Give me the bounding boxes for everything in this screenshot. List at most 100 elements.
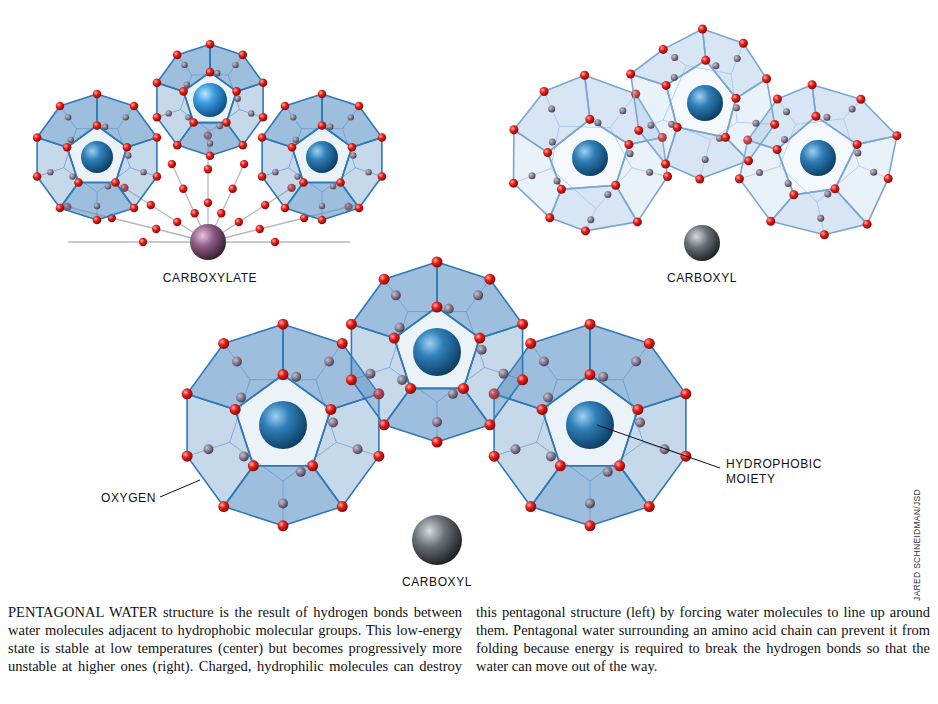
oxygen-atom <box>261 201 269 209</box>
oxygen-atom <box>770 120 779 129</box>
oxygen-atom <box>773 94 782 103</box>
hydrogen-atom <box>391 290 401 300</box>
hydrogen-atom <box>671 54 678 61</box>
oxygen-atom <box>259 113 268 122</box>
hydrogen-atom <box>849 106 856 113</box>
oxygen-atom <box>130 204 139 213</box>
hydrogen-atom <box>278 498 288 508</box>
hydrogen-atom <box>529 172 536 179</box>
oxygen-atom <box>191 209 199 217</box>
oxygen-atom <box>644 501 655 512</box>
oxygen-atom <box>318 90 327 99</box>
oxygen-atom <box>56 102 65 111</box>
part-label: CARBOXYL <box>665 270 739 287</box>
hydrogen-atom <box>734 55 741 62</box>
hydrogen-atom <box>432 417 442 427</box>
oxygen-atom <box>230 404 241 415</box>
hydrogen-atom <box>756 169 763 176</box>
cage-face <box>394 307 480 388</box>
hydrogen-atom <box>181 62 187 68</box>
oxygen-atom <box>299 178 308 187</box>
oxygen-atom <box>701 56 710 65</box>
oxygen-atom <box>235 218 243 226</box>
oxygen-atom <box>153 78 162 87</box>
oxygen-atom <box>581 226 590 235</box>
cage-face <box>666 127 749 179</box>
hydrogen-atom <box>587 216 594 223</box>
oxygen-atom <box>238 51 247 60</box>
oxygen-atom <box>123 143 132 152</box>
hydrogen-atom <box>702 156 709 163</box>
oxygen-atom <box>173 218 181 226</box>
oxygen-atom <box>281 204 290 213</box>
hydrogen-atom <box>499 369 509 379</box>
oxygen-atom <box>307 460 318 471</box>
oxygen-atom <box>379 274 390 285</box>
oxygen-atom <box>173 51 182 60</box>
oxygen-atom <box>632 404 643 415</box>
hydrogen-atom <box>239 451 249 461</box>
water-cage <box>346 257 528 448</box>
part-label: CARBOXYLATE <box>161 270 259 287</box>
hydrogen-atom <box>549 139 556 146</box>
oxygen-atom <box>695 175 704 184</box>
oxygen-atom <box>139 238 147 246</box>
oxygen-atom <box>830 184 839 193</box>
oxygen-atom <box>288 143 297 152</box>
oxygen-atom <box>773 145 782 154</box>
oxygen-atom <box>259 78 268 87</box>
oxygen-atom <box>659 45 668 54</box>
hydrogen-atom <box>752 120 759 127</box>
oxygen-atom <box>662 81 671 90</box>
oxygen-atom <box>93 121 102 130</box>
hydrophobic-moiety <box>81 141 113 173</box>
hydrogen-atom <box>328 418 338 428</box>
oxygen-atom <box>585 520 596 531</box>
oxygen-atom <box>271 238 279 246</box>
hydrogen-atom <box>235 95 241 101</box>
part-label: OXYGEN <box>99 490 158 507</box>
oxygen-atom <box>585 115 594 124</box>
artist-credit: JARED SCHNEIDMAN/JSD <box>912 489 922 601</box>
hydrophobic-moiety <box>572 140 608 176</box>
oxygen-atom <box>811 112 820 121</box>
hydrogen-atom <box>444 304 454 314</box>
hydrogen-atom <box>65 114 71 120</box>
hydrogen-atom <box>473 290 483 300</box>
oxygen-atom <box>93 216 102 225</box>
oxygen-atom <box>222 118 231 127</box>
oxygen-atom <box>346 374 357 385</box>
oxygen-atom <box>744 156 753 165</box>
hydrogen-atom <box>397 375 407 385</box>
hydrogen-atom <box>294 173 300 179</box>
oxygen-atom <box>63 143 72 152</box>
hydrogen-atom <box>248 110 254 116</box>
oxygen-atom <box>337 501 348 512</box>
hydrogen-atom <box>236 393 246 403</box>
hydrogen-atom <box>105 183 111 189</box>
carboxylate-group <box>190 224 226 260</box>
oxygen-atom <box>721 133 730 142</box>
hydrogen-atom <box>166 110 172 116</box>
hydrogen-atom <box>140 169 146 175</box>
leader-line <box>597 425 720 468</box>
oxygen-atom <box>232 87 241 96</box>
oxygen-atom <box>432 257 443 268</box>
oxygen-atom <box>152 225 160 233</box>
cage-face <box>235 375 331 466</box>
hydrogen-atom <box>594 119 601 126</box>
oxygen-atom <box>698 25 707 34</box>
hydrogen-atom <box>671 74 678 81</box>
hydrogen-atom <box>272 169 278 175</box>
oxygen-atom <box>218 338 229 349</box>
hydrogen-atom <box>330 183 336 189</box>
oxygen-atom <box>661 160 670 169</box>
oxygen-atom <box>179 185 187 193</box>
oxygen-atom <box>626 70 635 79</box>
oxygen-atom <box>509 179 518 188</box>
hydrophobic-moiety <box>193 83 227 117</box>
oxygen-atom <box>378 172 387 181</box>
cage-face <box>548 119 629 189</box>
oxygen-atom <box>182 388 193 399</box>
hydrogen-atom <box>232 62 238 68</box>
